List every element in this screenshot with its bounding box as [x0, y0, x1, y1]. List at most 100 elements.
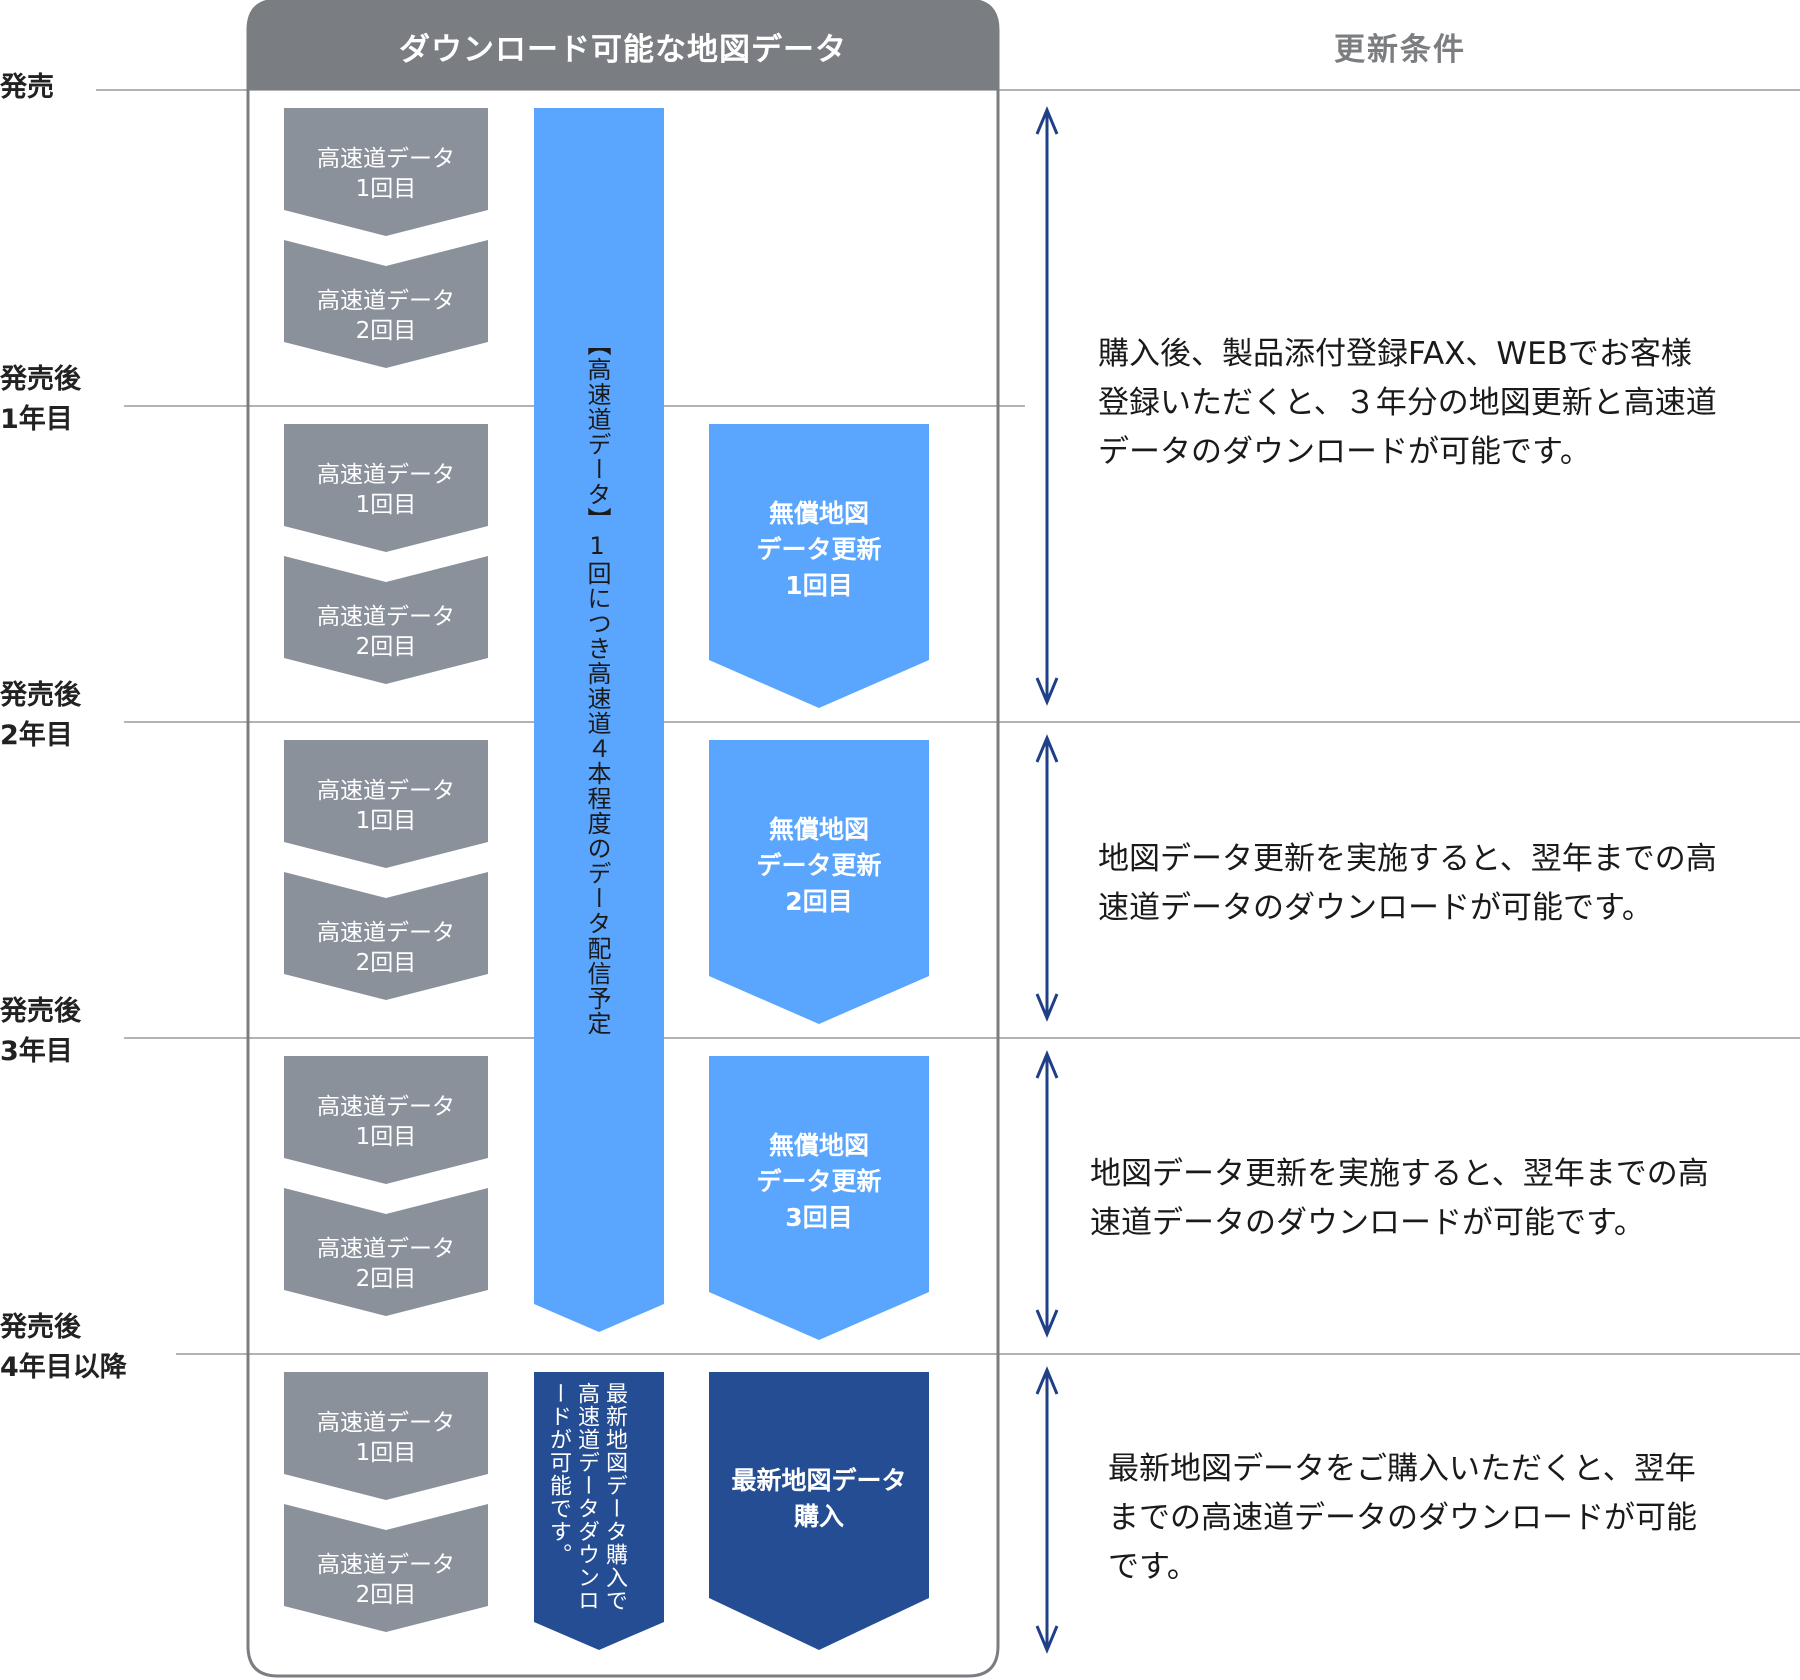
highway-item-label: 高速道データ 2回目 — [284, 602, 488, 662]
highway-item-title: 高速道データ — [317, 1236, 455, 1262]
panel-header — [248, 0, 998, 90]
period-label-line: 3年目 — [0, 1036, 73, 1067]
highway-item-count: 2回目 — [355, 318, 417, 344]
highway-item-count: 2回目 — [355, 634, 417, 660]
free-update-box — [709, 740, 929, 1024]
highway-band — [534, 108, 664, 1332]
highway-chevron-2 — [284, 872, 488, 1000]
free-update-line: 1回目 — [785, 571, 853, 600]
condition-text-line: 登録いただくと、３年分の地図更新と高速道 — [1098, 385, 1717, 421]
highway-chevron-1 — [284, 1372, 488, 1500]
free-update-line: データ更新 — [756, 535, 882, 564]
highway-item-count: 1回目 — [355, 1440, 417, 1466]
purchase-box-label: 最新地図データ 購入 — [709, 1463, 929, 1535]
double-arrow-head-up — [1035, 1366, 1059, 1395]
panel-title: ダウンロード可能な地図データ — [399, 31, 847, 68]
period-label: 発売後 4年目以降 — [0, 1308, 127, 1388]
highway-chevron-1 — [284, 1056, 488, 1184]
condition-text: 購入後、製品添付登録FAX、WEBでお客様登録いただくと、３年分の地図更新と高速… — [1098, 330, 1717, 477]
condition-text-line: 地図データ更新を実施すると、翌年までの高 — [1098, 841, 1717, 877]
free-update-line: 3回目 — [785, 1203, 853, 1232]
double-arrow-head-up — [1035, 106, 1059, 135]
highway-item-label: 高速道データ 1回目 — [284, 1092, 488, 1152]
highway-chevron-2 — [284, 556, 488, 684]
highway-item-title: 高速道データ — [317, 1094, 455, 1120]
period-label-line: 発売後 — [0, 1312, 81, 1343]
highway-item-label: 高速道データ 1回目 — [284, 1408, 488, 1468]
conditions-title: 更新条件 — [1334, 31, 1466, 68]
highway-item-count: 2回目 — [355, 1582, 417, 1608]
highway-band-text: 【高速道データ】1回につき高速道４本程度のデータ配信予定 — [583, 332, 611, 1036]
highway-item-count: 1回目 — [355, 808, 417, 834]
condition-text: 地図データ更新を実施すると、翌年までの高速道データのダウンロードが可能です。 — [1090, 1150, 1709, 1248]
condition-text-line: データのダウンロードが可能です。 — [1098, 434, 1591, 470]
highway-item-title: 高速道データ — [317, 288, 455, 314]
double-arrow-head-up — [1035, 1050, 1059, 1079]
highway-item-title: 高速道データ — [317, 462, 455, 488]
period-label-line: 2年目 — [0, 720, 73, 751]
free-update-line: 無償地図 — [768, 1131, 869, 1160]
condition-text: 最新地図データをご購入いただくと、翌年までの高速道データのダウンロードが可能です… — [1108, 1445, 1697, 1592]
highway-chevron-2 — [284, 1504, 488, 1632]
highway-chevron-1 — [284, 108, 488, 236]
highway-item-count: 2回目 — [355, 1266, 417, 1292]
highway-item-count: 1回目 — [355, 176, 417, 202]
purchase-box — [709, 1372, 929, 1650]
free-update-line: データ更新 — [756, 1167, 882, 1196]
highway-item-count: 1回目 — [355, 492, 417, 518]
period-label-line: 4年目以降 — [0, 1352, 127, 1383]
condition-text: 地図データ更新を実施すると、翌年までの高速道データのダウンロードが可能です。 — [1098, 835, 1717, 933]
free-update-line: 無償地図 — [768, 499, 869, 528]
condition-text-line: 購入後、製品添付登録FAX、WEBでお客様 — [1098, 336, 1692, 372]
highway-chevron-2 — [284, 1188, 488, 1316]
double-arrow-head-down — [1035, 1309, 1059, 1338]
highway-item-count: 1回目 — [355, 1124, 417, 1150]
period-label-line: 発売後 — [0, 364, 81, 395]
condition-text-line: です。 — [1108, 1549, 1198, 1585]
purchase-band — [534, 1372, 664, 1650]
free-update-line: 無償地図 — [768, 815, 869, 844]
highway-item-label: 高速道データ 1回目 — [284, 144, 488, 204]
purchase-box-line-1: 最新地図データ — [731, 1466, 907, 1495]
purchase-band-text: 最新地図データ購入で高速道データダウンロードが可能です。 — [546, 1382, 627, 1612]
highway-item-label: 高速道データ 2回目 — [284, 286, 488, 346]
purchase-box-line-2: 購入 — [793, 1502, 844, 1531]
free-update-label: 無償地図データ更新 3回目 — [709, 1128, 929, 1236]
highway-item-title: 高速道データ — [317, 778, 455, 804]
highway-item-title: 高速道データ — [317, 920, 455, 946]
period-label: 発売後 3年目 — [0, 992, 81, 1072]
highway-item-title: 高速道データ — [317, 1410, 455, 1436]
highway-item-title: 高速道データ — [317, 146, 455, 172]
double-arrow — [1035, 734, 1059, 1022]
double-arrow-head-down — [1035, 1625, 1059, 1654]
period-label-line: 発売後 — [0, 996, 81, 1027]
double-arrow — [1035, 106, 1059, 706]
highway-item-label: 高速道データ 1回目 — [284, 776, 488, 836]
highway-item-label: 高速道データ 1回目 — [284, 460, 488, 520]
free-update-box — [709, 424, 929, 708]
condition-text-line: 速道データのダウンロードが可能です。 — [1098, 890, 1653, 926]
double-arrow-head-down — [1035, 677, 1059, 706]
double-arrow — [1035, 1366, 1059, 1654]
free-update-box — [709, 1056, 929, 1340]
condition-text-line: 速道データのダウンロードが可能です。 — [1090, 1205, 1645, 1241]
highway-item-count: 2回目 — [355, 950, 417, 976]
free-update-label: 無償地図データ更新 1回目 — [709, 496, 929, 604]
double-arrow-head-down — [1035, 993, 1059, 1022]
condition-text-line: までの高速道データのダウンロードが可能 — [1108, 1500, 1697, 1536]
highway-chevron-2 — [284, 240, 488, 368]
highway-chevron-1 — [284, 740, 488, 868]
highway-item-label: 高速道データ 2回目 — [284, 1234, 488, 1294]
period-label-line: 発売 — [0, 72, 54, 103]
highway-chevron-1 — [284, 424, 488, 552]
double-arrow-head-up — [1035, 734, 1059, 763]
condition-text-line: 地図データ更新を実施すると、翌年までの高 — [1090, 1156, 1709, 1192]
period-label: 発売 — [0, 68, 54, 108]
highway-item-title: 高速道データ — [317, 604, 455, 630]
double-arrow — [1035, 1050, 1059, 1338]
free-update-line: データ更新 — [756, 851, 882, 880]
